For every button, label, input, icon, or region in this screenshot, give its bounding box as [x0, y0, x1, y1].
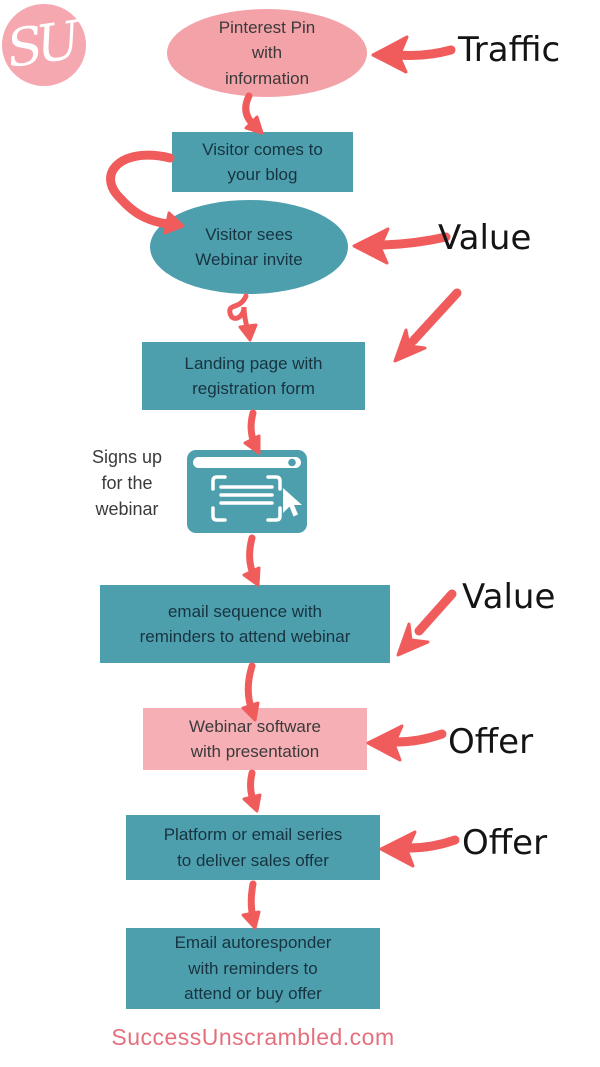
node-sales-platform: Platform or email series to deliver sale… [126, 815, 380, 880]
traffic-arrow-icon [371, 35, 456, 74]
node-sales-platform-label: Platform or email series to deliver sale… [163, 825, 343, 870]
value-top-arrow-icon [352, 227, 451, 265]
label-offer-sales: Offer [462, 823, 548, 863]
node-pinterest-pin-label: Pinterest Pin with information [218, 17, 316, 88]
label-value-mid: Value [462, 577, 556, 617]
node-webinar-software: Webinar software with presentation [143, 708, 367, 770]
label-value-top: Value [438, 218, 532, 258]
node-webinar-software-label: Webinar software with presentation [189, 716, 321, 762]
loop-arrow-icon [227, 293, 258, 342]
node-email-sequence-label: email sequence with reminders to attend … [139, 601, 351, 647]
node-landing-page-label: Landing page with registration form [184, 353, 323, 399]
cursor-icon [283, 488, 302, 517]
connector-arrow-icon [242, 92, 264, 135]
node-visitor-blog: Visitor comes to your blog [172, 132, 353, 192]
node-webinar-invite: Visitor sees Webinar invite [150, 200, 348, 294]
site-logo: SU [2, 4, 86, 86]
logo-monogram: SU [3, 11, 79, 80]
node-email-sequence: email sequence with reminders to attend … [100, 585, 390, 663]
node-visitor-blog-label: Visitor comes to your blog [202, 139, 323, 185]
signs-up-annotation: Signs up for the webinar [91, 447, 163, 520]
label-offer-webinar: Offer [448, 722, 534, 762]
site-url: SuccessUnscrambled.com [111, 1024, 395, 1050]
node-landing-page: Landing page with registration form [142, 342, 365, 410]
node-webinar-invite-label: Visitor sees Webinar invite [195, 224, 303, 270]
offer-sales-arrow-icon [379, 830, 460, 868]
diagonal-arrow-icon [393, 288, 462, 363]
offer-webinar-arrow-icon [366, 724, 447, 762]
browser-window-icon [187, 450, 307, 533]
node-autoresponder-label: Email autoresponder with reminders to at… [174, 933, 332, 1004]
browser-signup-icon [187, 450, 307, 533]
value-mid-arrow-icon [396, 589, 457, 657]
connector-arrow-icon [242, 769, 262, 813]
connector-arrow-icon [242, 534, 261, 587]
node-autoresponder: Email autoresponder with reminders to at… [126, 928, 380, 1009]
connector-arrow-icon [243, 409, 261, 455]
connector-arrow-icon [241, 880, 261, 930]
label-traffic: Traffic [458, 30, 561, 70]
node-pinterest-pin: Pinterest Pin with information [167, 9, 367, 97]
